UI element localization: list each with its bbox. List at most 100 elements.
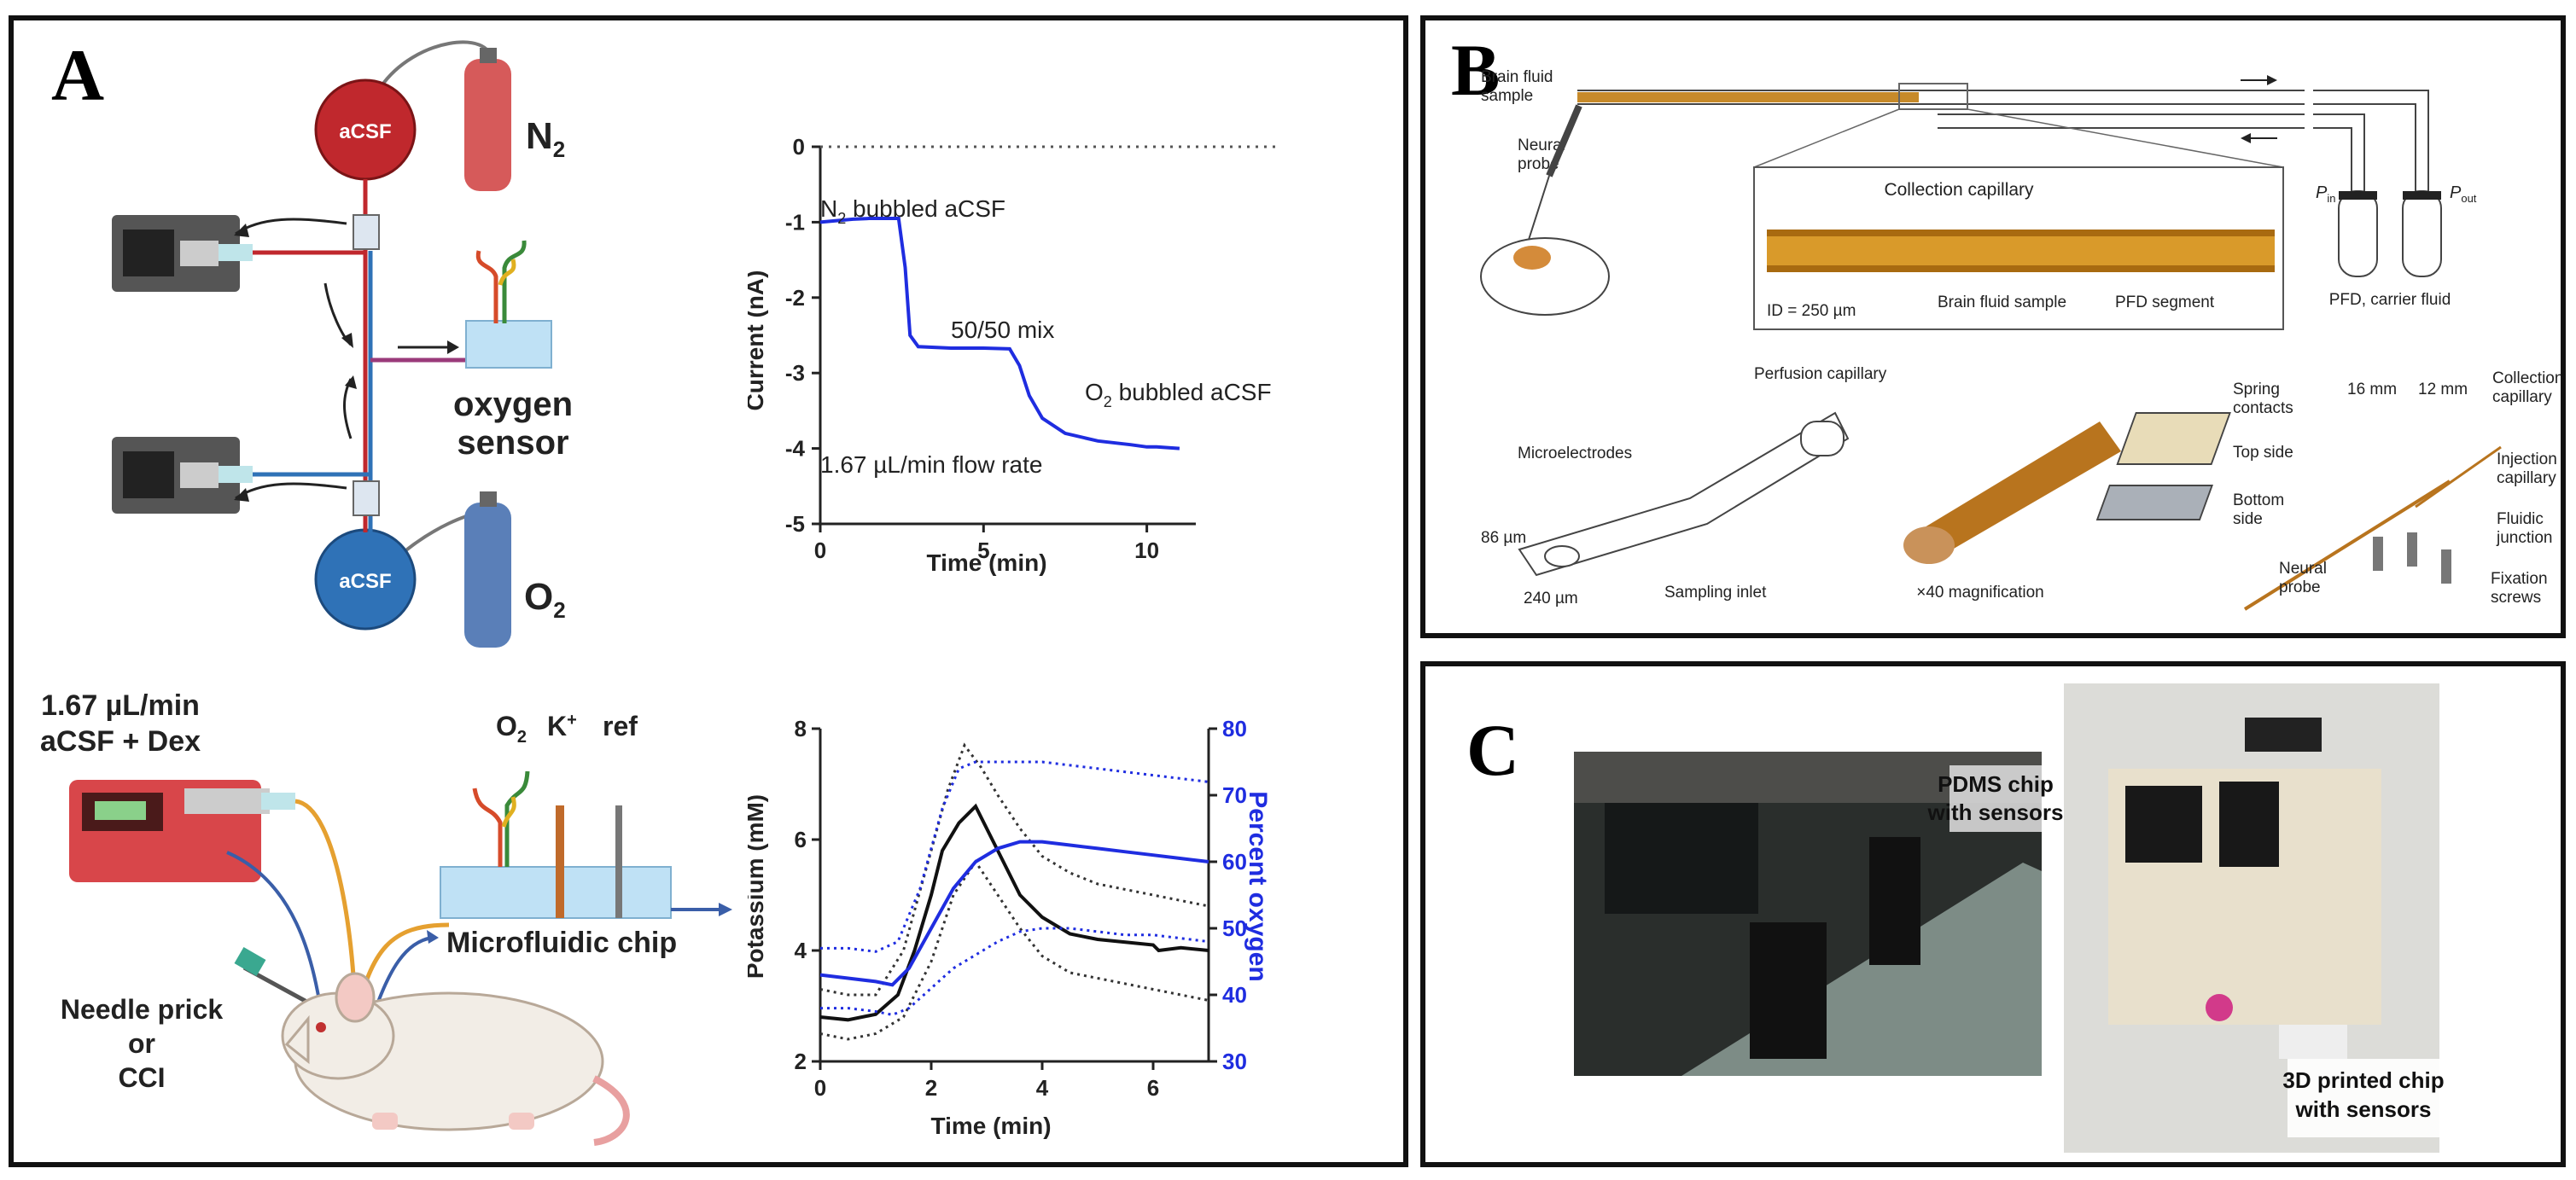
chart1-y-tick-label: -1: [785, 209, 805, 235]
magnification-label: ×40 magnification: [1916, 584, 2043, 602]
chart1-y-axis-label: Current (nA): [748, 270, 768, 411]
pump-rate-label: 1.67 µL/min: [41, 689, 200, 722]
chart1-y-tick-label: -3: [785, 360, 805, 386]
microelectrodes-label: Microelectrodes: [1518, 445, 1632, 462]
chart2-y2-tick-label: 40: [1222, 982, 1247, 1008]
probe-ref-label: ref: [603, 711, 638, 741]
chart2-y2-tick-label: 80: [1222, 716, 1247, 741]
chart2-series-line-1: [819, 742, 1209, 997]
rat-sketch-icon: [1480, 237, 1610, 316]
chart2-x-axis-label: Time (min): [930, 1113, 1051, 1139]
chart2-series-line-0: [819, 803, 1209, 1022]
n2-gas-cylinder-icon: [464, 48, 511, 191]
panel-c: C PDMS chip with sensors 3D printed chip…: [1420, 661, 2566, 1167]
chart2-y-axis-label: Potassium (mM): [748, 794, 768, 979]
injury-label-line1: Needle prick: [61, 994, 224, 1025]
pdms-chip-label-line1: PDMS chip: [1938, 771, 2054, 797]
chart1-series: [819, 217, 1180, 450]
chart1-annotation-mix: 50/50 mix: [951, 317, 1054, 343]
pfd-carrier-label: PFD, carrier fluid: [2329, 291, 2451, 309]
chart1-x-axis-label: Time (min): [926, 549, 1046, 576]
panel-c-photos: PDMS chip with sensors 3D printed chip w…: [1574, 683, 2445, 1153]
probe-drawing: [1518, 411, 1850, 577]
perfusion-capillary-label: Perfusion capillary: [1754, 365, 1887, 383]
chart2-series: [819, 742, 1209, 1041]
device-top-side-icon: [2116, 412, 2231, 465]
chart2-series-line-4: [820, 760, 1209, 953]
3d-printed-chip-label-line2: with sensors: [2295, 1096, 2432, 1122]
chart1-y-tick-label: -2: [785, 285, 805, 311]
top-side-label: Top side: [2233, 444, 2293, 462]
pdms-chip-label-line2: with sensors: [1927, 799, 2064, 825]
sampling-inlet-label: Sampling inlet: [1664, 584, 1767, 602]
chart1-annotation-flow: 1.67 µL/min flow rate: [820, 451, 1042, 478]
o2-gas-cylinder-icon: [464, 491, 511, 648]
in-vivo-schematic: 1.67 µL/min aCSF + Dex O2 K+ ref Microfl…: [40, 689, 732, 1146]
panel-a: A aCSF aCSF N2: [9, 15, 1408, 1167]
panel-b: B Pin Pout PFD, carrier fluid Brain flui…: [1420, 15, 2566, 638]
oxygen-sensor-label-line2: sensor: [457, 424, 568, 462]
chart1-annotation-o2: O2 bubbled aCSF: [1085, 379, 1272, 410]
acsf-top-label: aCSF: [339, 120, 391, 143]
panel-b-letter: B: [1451, 29, 1501, 111]
probe-k-label: K+: [547, 711, 577, 741]
chart2-y2-axis-label: Percent oxygen: [1244, 791, 1272, 981]
dim-86-label: 86 µm: [1481, 529, 1526, 547]
oxygen-sensor-label-line1: oxygen: [453, 386, 573, 423]
brain-fluid-sample-segment-label: Brain fluid sample: [1938, 294, 2066, 311]
chart2-y-tick-label: 6: [795, 827, 807, 852]
3d-printed-chip-label-line1: 3D printed chip: [2282, 1067, 2444, 1093]
svg-text:Pout: Pout: [2450, 183, 2477, 205]
collection-capillary-photo: [1767, 230, 2275, 272]
syringe-pump-icon: [69, 780, 295, 882]
chart2-y2-tick-label: 70: [1222, 782, 1247, 808]
p-out-label: P: [2450, 183, 2462, 202]
chart2-x-tick-label: 4: [1036, 1075, 1049, 1101]
chart2-y2-tick-label: 60: [1222, 849, 1247, 875]
p-in-label: P: [2316, 183, 2328, 202]
chart2-x-tick-label: 0: [814, 1075, 826, 1101]
panel-c-letter: C: [1466, 709, 1520, 791]
rat-icon: [281, 972, 630, 1146]
chart1-x-tick-label: 10: [1134, 538, 1159, 563]
dim-16-label: 16 mm: [2347, 381, 2397, 398]
syringe-pump-bottom-icon: [112, 437, 253, 514]
chart1-x-tick-label: 0: [814, 538, 826, 563]
oxygen-sensor-cell-icon: [465, 320, 552, 369]
injury-label-line2: or: [128, 1028, 155, 1059]
syringe-pump-top-icon: [112, 215, 253, 292]
svg-text:Pin: Pin: [2316, 183, 2335, 205]
chart2-x-tick-label: 2: [925, 1075, 937, 1101]
chart2-y2-tick-label: 50: [1222, 916, 1247, 941]
microfluidic-chip-label: Microfluidic chip: [446, 927, 677, 959]
chart1-y-tick-label: 0: [793, 134, 805, 160]
n2-label: N2: [526, 115, 565, 162]
injury-label-line3: CCI: [118, 1062, 165, 1093]
chart1-current-series-line: [819, 217, 1180, 450]
id-label: ID = 250 µm: [1767, 302, 1856, 320]
acsf-bottom-label: aCSF: [339, 570, 391, 593]
chart2-series-line-2: [819, 859, 1209, 1041]
bench-setup-schematic: aCSF aCSF N2 O2: [112, 40, 573, 648]
dim-240-label: 240 µm: [1524, 590, 1578, 607]
chart2-y-tick-label: 2: [795, 1049, 807, 1074]
chart1-x-tick-label: 5: [977, 538, 989, 563]
chart1-y-tick-label: -4: [785, 436, 806, 462]
collection-capillary-label: Collection capillary: [1884, 180, 2034, 200]
pump-solution-label: aCSF + Dex: [40, 725, 201, 758]
panel-a-letter: A: [51, 34, 105, 116]
chart2-series-line-3: [819, 840, 1209, 987]
chart2-y2-tick-label: 30: [1222, 1049, 1247, 1074]
chart2-y-tick-label: 4: [795, 938, 807, 963]
